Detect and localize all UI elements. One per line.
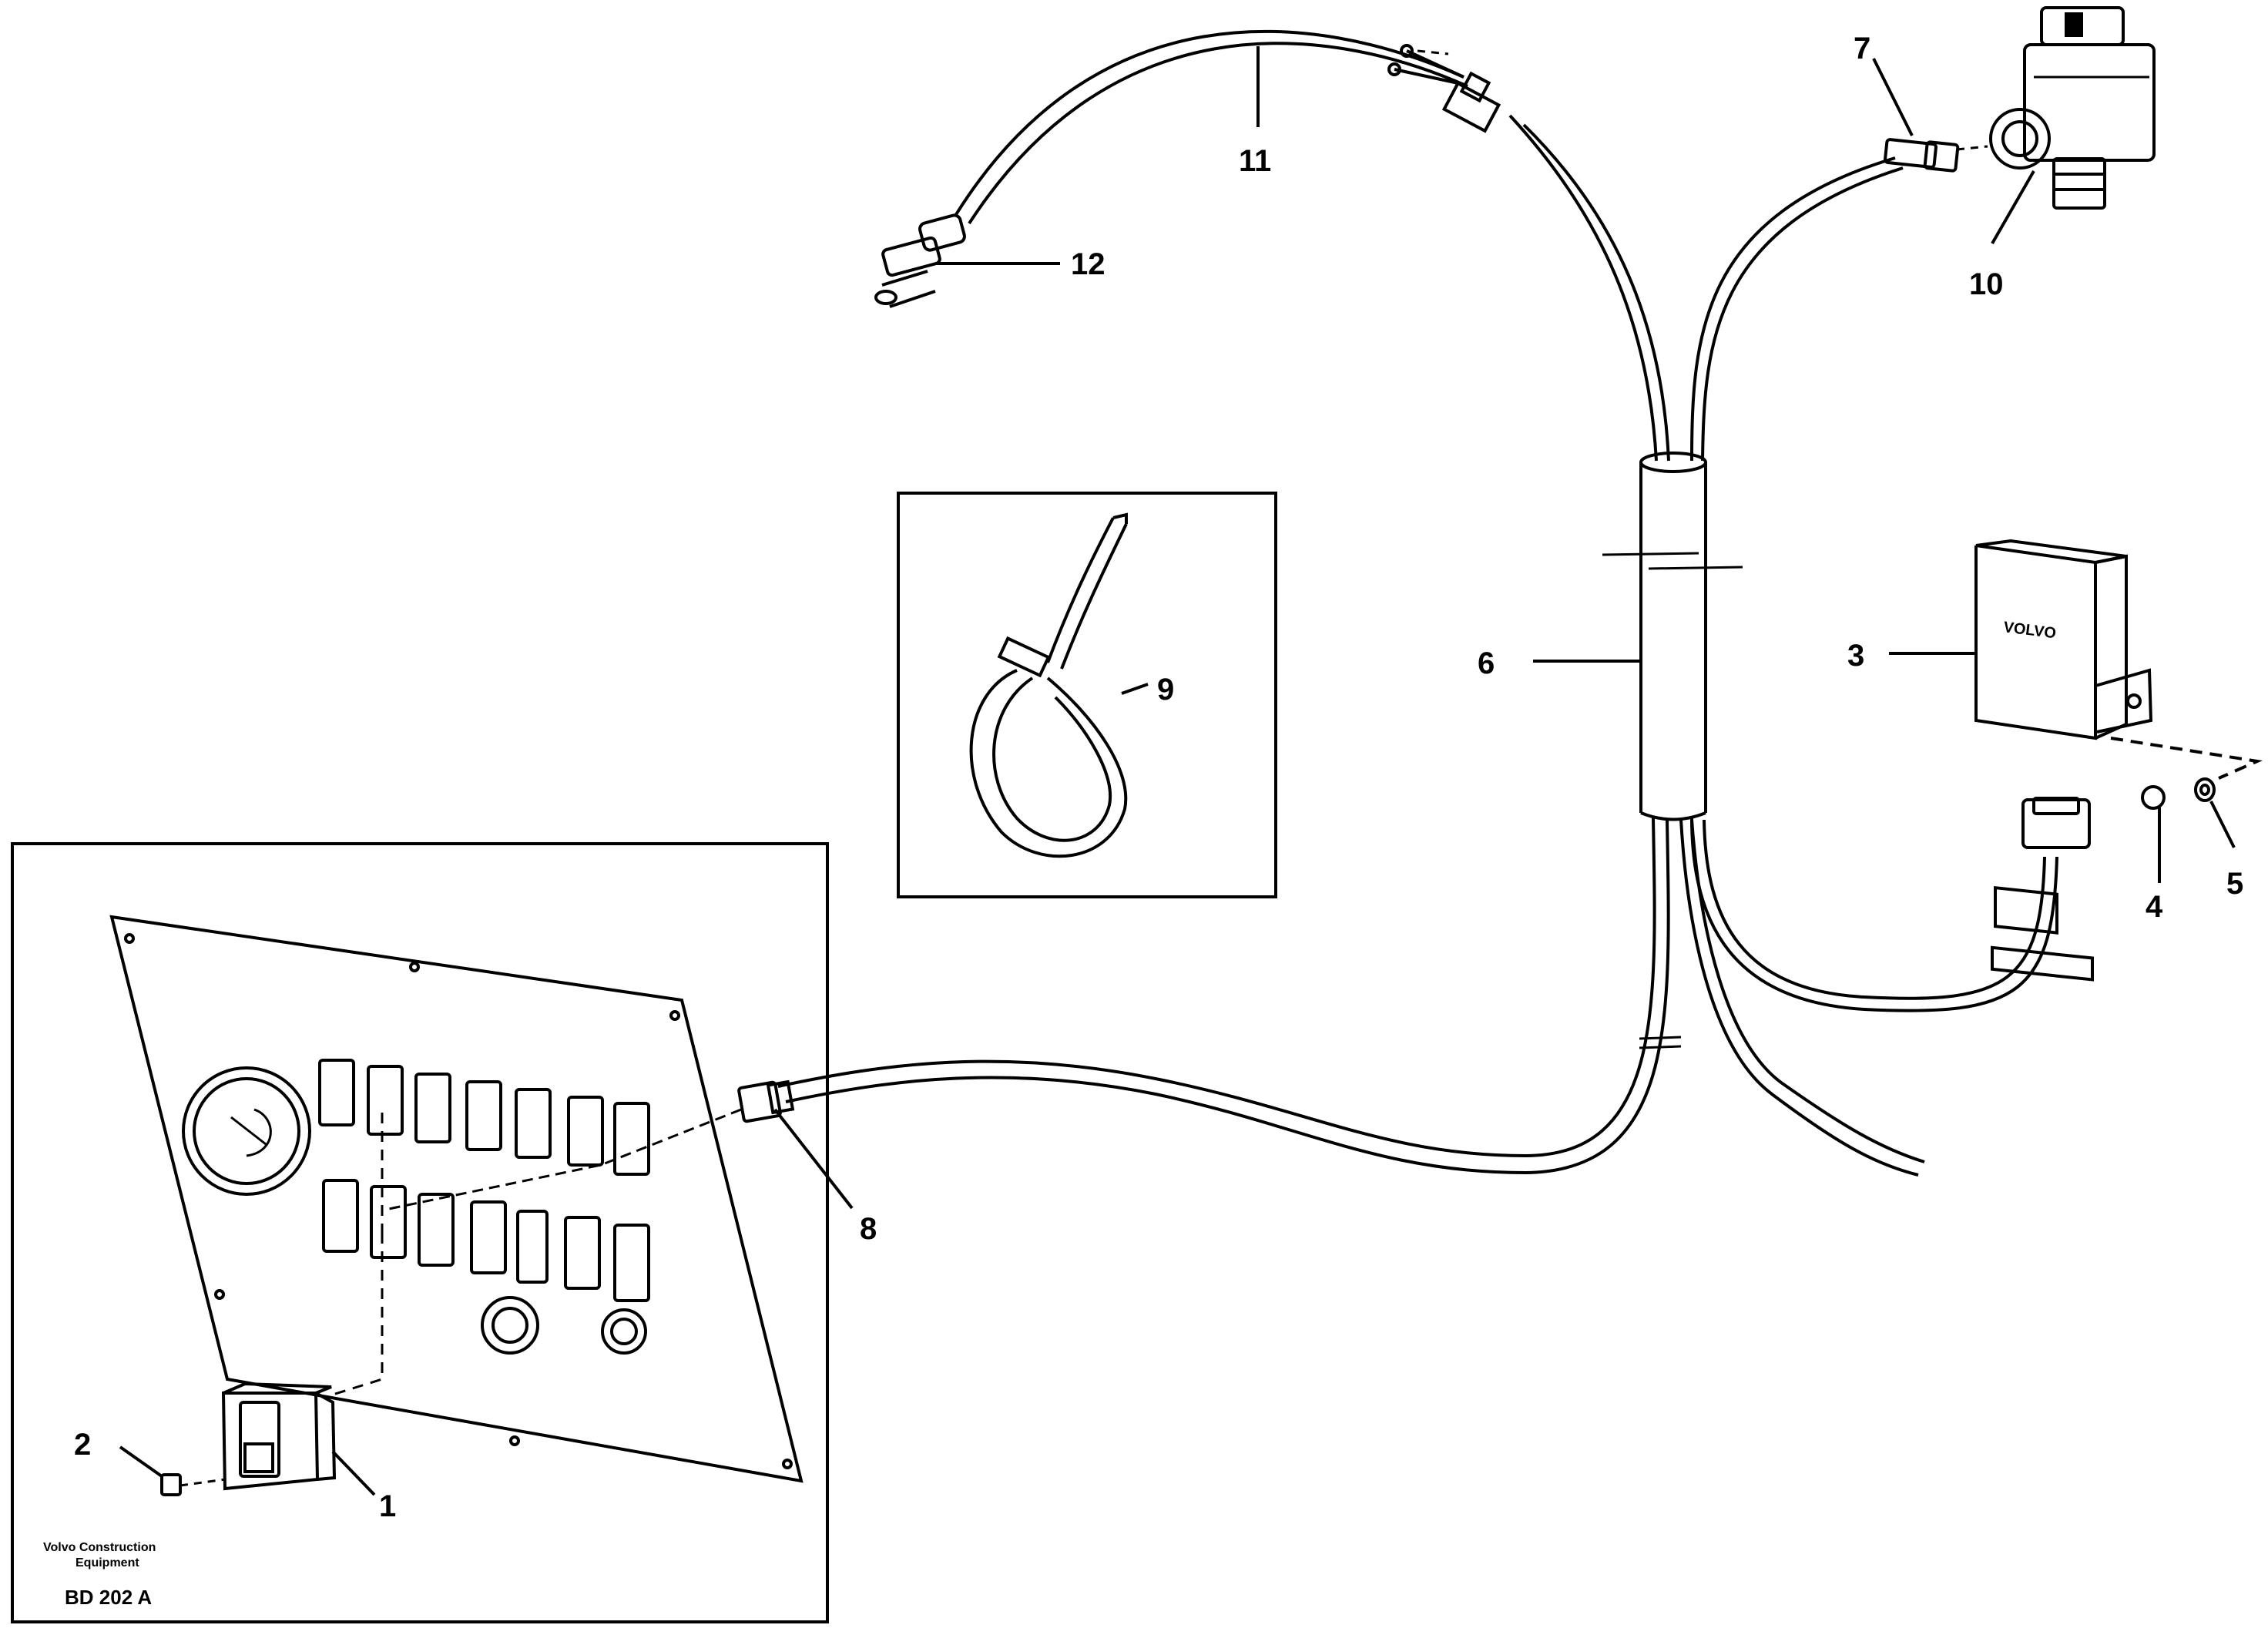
control-panel-inset-frame [11, 842, 829, 1623]
callout-2: 2 [74, 1428, 91, 1462]
drawing-code: BD 202 A [65, 1586, 152, 1609]
company-name-line2: Equipment [75, 1556, 139, 1570]
callout-8: 8 [860, 1212, 877, 1246]
relay-unit [1974, 539, 2153, 982]
cable-tie-inset-frame [897, 492, 1277, 898]
callout-9: 9 [1157, 673, 1174, 707]
callout-12: 12 [1071, 247, 1105, 281]
sensor-probe [874, 213, 966, 308]
leader-lines [119, 46, 2236, 1496]
harness-sleeve [1602, 452, 1743, 821]
relay-brand-label: VOLVO [2002, 619, 2057, 642]
bolt-dashed-line [2110, 737, 2263, 780]
control-panel [109, 915, 804, 1483]
cable-tie [969, 512, 1128, 858]
connector-7 [1884, 138, 1988, 173]
switch-cap [160, 1473, 226, 1496]
inline-connector-upper [1387, 44, 1501, 133]
bolt [2141, 785, 2166, 810]
upper-wires [954, 29, 1904, 462]
callout-11: 11 [1239, 144, 1271, 178]
callout-1: 1 [379, 1489, 396, 1523]
pressure-switch [1989, 6, 2156, 210]
callout-5: 5 [2226, 867, 2243, 901]
callout-7: 7 [1854, 32, 1870, 65]
panel-connector-8 [384, 1079, 795, 1211]
callout-3: 3 [1847, 639, 1864, 673]
callout-10: 10 [1969, 267, 2004, 301]
callout-4: 4 [2146, 890, 2163, 924]
callout-6: 6 [1478, 646, 1495, 680]
company-name-line1: Volvo Construction [43, 1541, 156, 1554]
lower-wires [777, 818, 2058, 1177]
washer [2194, 777, 2216, 802]
rocker-switch [221, 1113, 384, 1491]
